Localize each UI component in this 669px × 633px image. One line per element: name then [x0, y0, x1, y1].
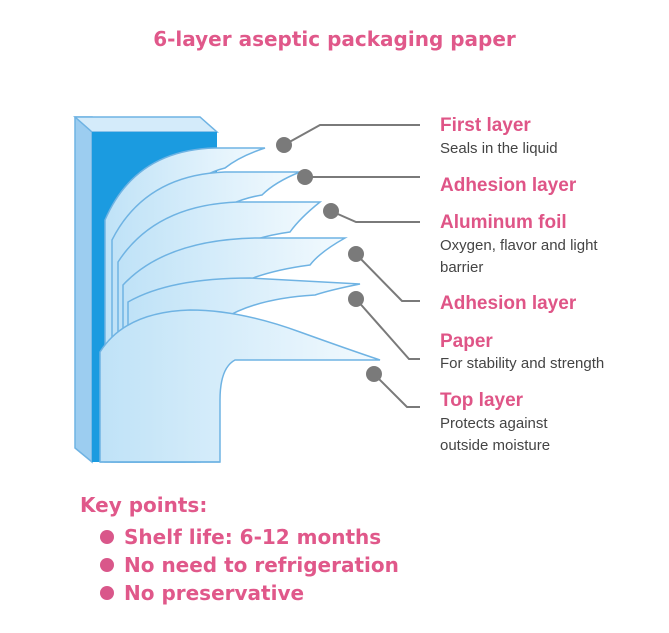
layer-desc-top: Protects against outside moisture [440, 415, 551, 454]
layer-desc-aluminum: Oxygen, flavor and light barrier [440, 237, 598, 276]
pointer-line-adhesion-2 [355, 253, 420, 302]
pointer-dot-adhesion-2 [348, 246, 364, 262]
key-point-item: No preservative [100, 579, 399, 607]
pointer-dot-top [366, 366, 382, 382]
pointer-line-top [373, 373, 420, 408]
key-points-list: Shelf life: 6-12 months No need to refri… [100, 523, 399, 607]
pointer-dot-aluminum [323, 203, 339, 219]
layer-name-paper: Paper [440, 331, 493, 352]
key-point-item: Shelf life: 6-12 months [100, 523, 399, 551]
layer-name-adhesion-2: Adhesion layer [440, 293, 577, 314]
layer-name-aluminum: Aluminum foil [440, 212, 567, 233]
pointer-line-paper [355, 298, 420, 360]
layer-desc-first: Seals in the liquid [440, 140, 558, 157]
layer-sheet-6 [99, 309, 381, 463]
bullet-icon [100, 530, 114, 544]
pointer-dot-adhesion-1 [297, 169, 313, 185]
diagram-title: 6-layer aseptic packaging paper [153, 27, 516, 51]
key-point-text: No need to refrigeration [124, 553, 399, 577]
pointers [283, 124, 420, 408]
key-point-text: No preservative [124, 581, 305, 605]
layer-name-top: Top layer [440, 390, 524, 411]
key-point-text: Shelf life: 6-12 months [124, 525, 382, 549]
pointer-dot-first-layer [276, 137, 292, 153]
pointer-dot-paper [348, 291, 364, 307]
layer-name-adhesion-1: Adhesion layer [440, 175, 577, 196]
bullet-icon [100, 558, 114, 572]
pointer-dots [276, 137, 382, 382]
bullet-icon [100, 586, 114, 600]
key-point-item: No need to refrigeration [100, 551, 399, 579]
layer-desc-paper: For stability and strength [440, 355, 605, 372]
pointer-line-aluminum [330, 210, 420, 223]
pointer-line-first-layer [283, 124, 420, 146]
curled-layers [99, 147, 381, 463]
key-points-title: Key points: [80, 493, 208, 517]
layer-name-first: First layer [440, 115, 531, 136]
